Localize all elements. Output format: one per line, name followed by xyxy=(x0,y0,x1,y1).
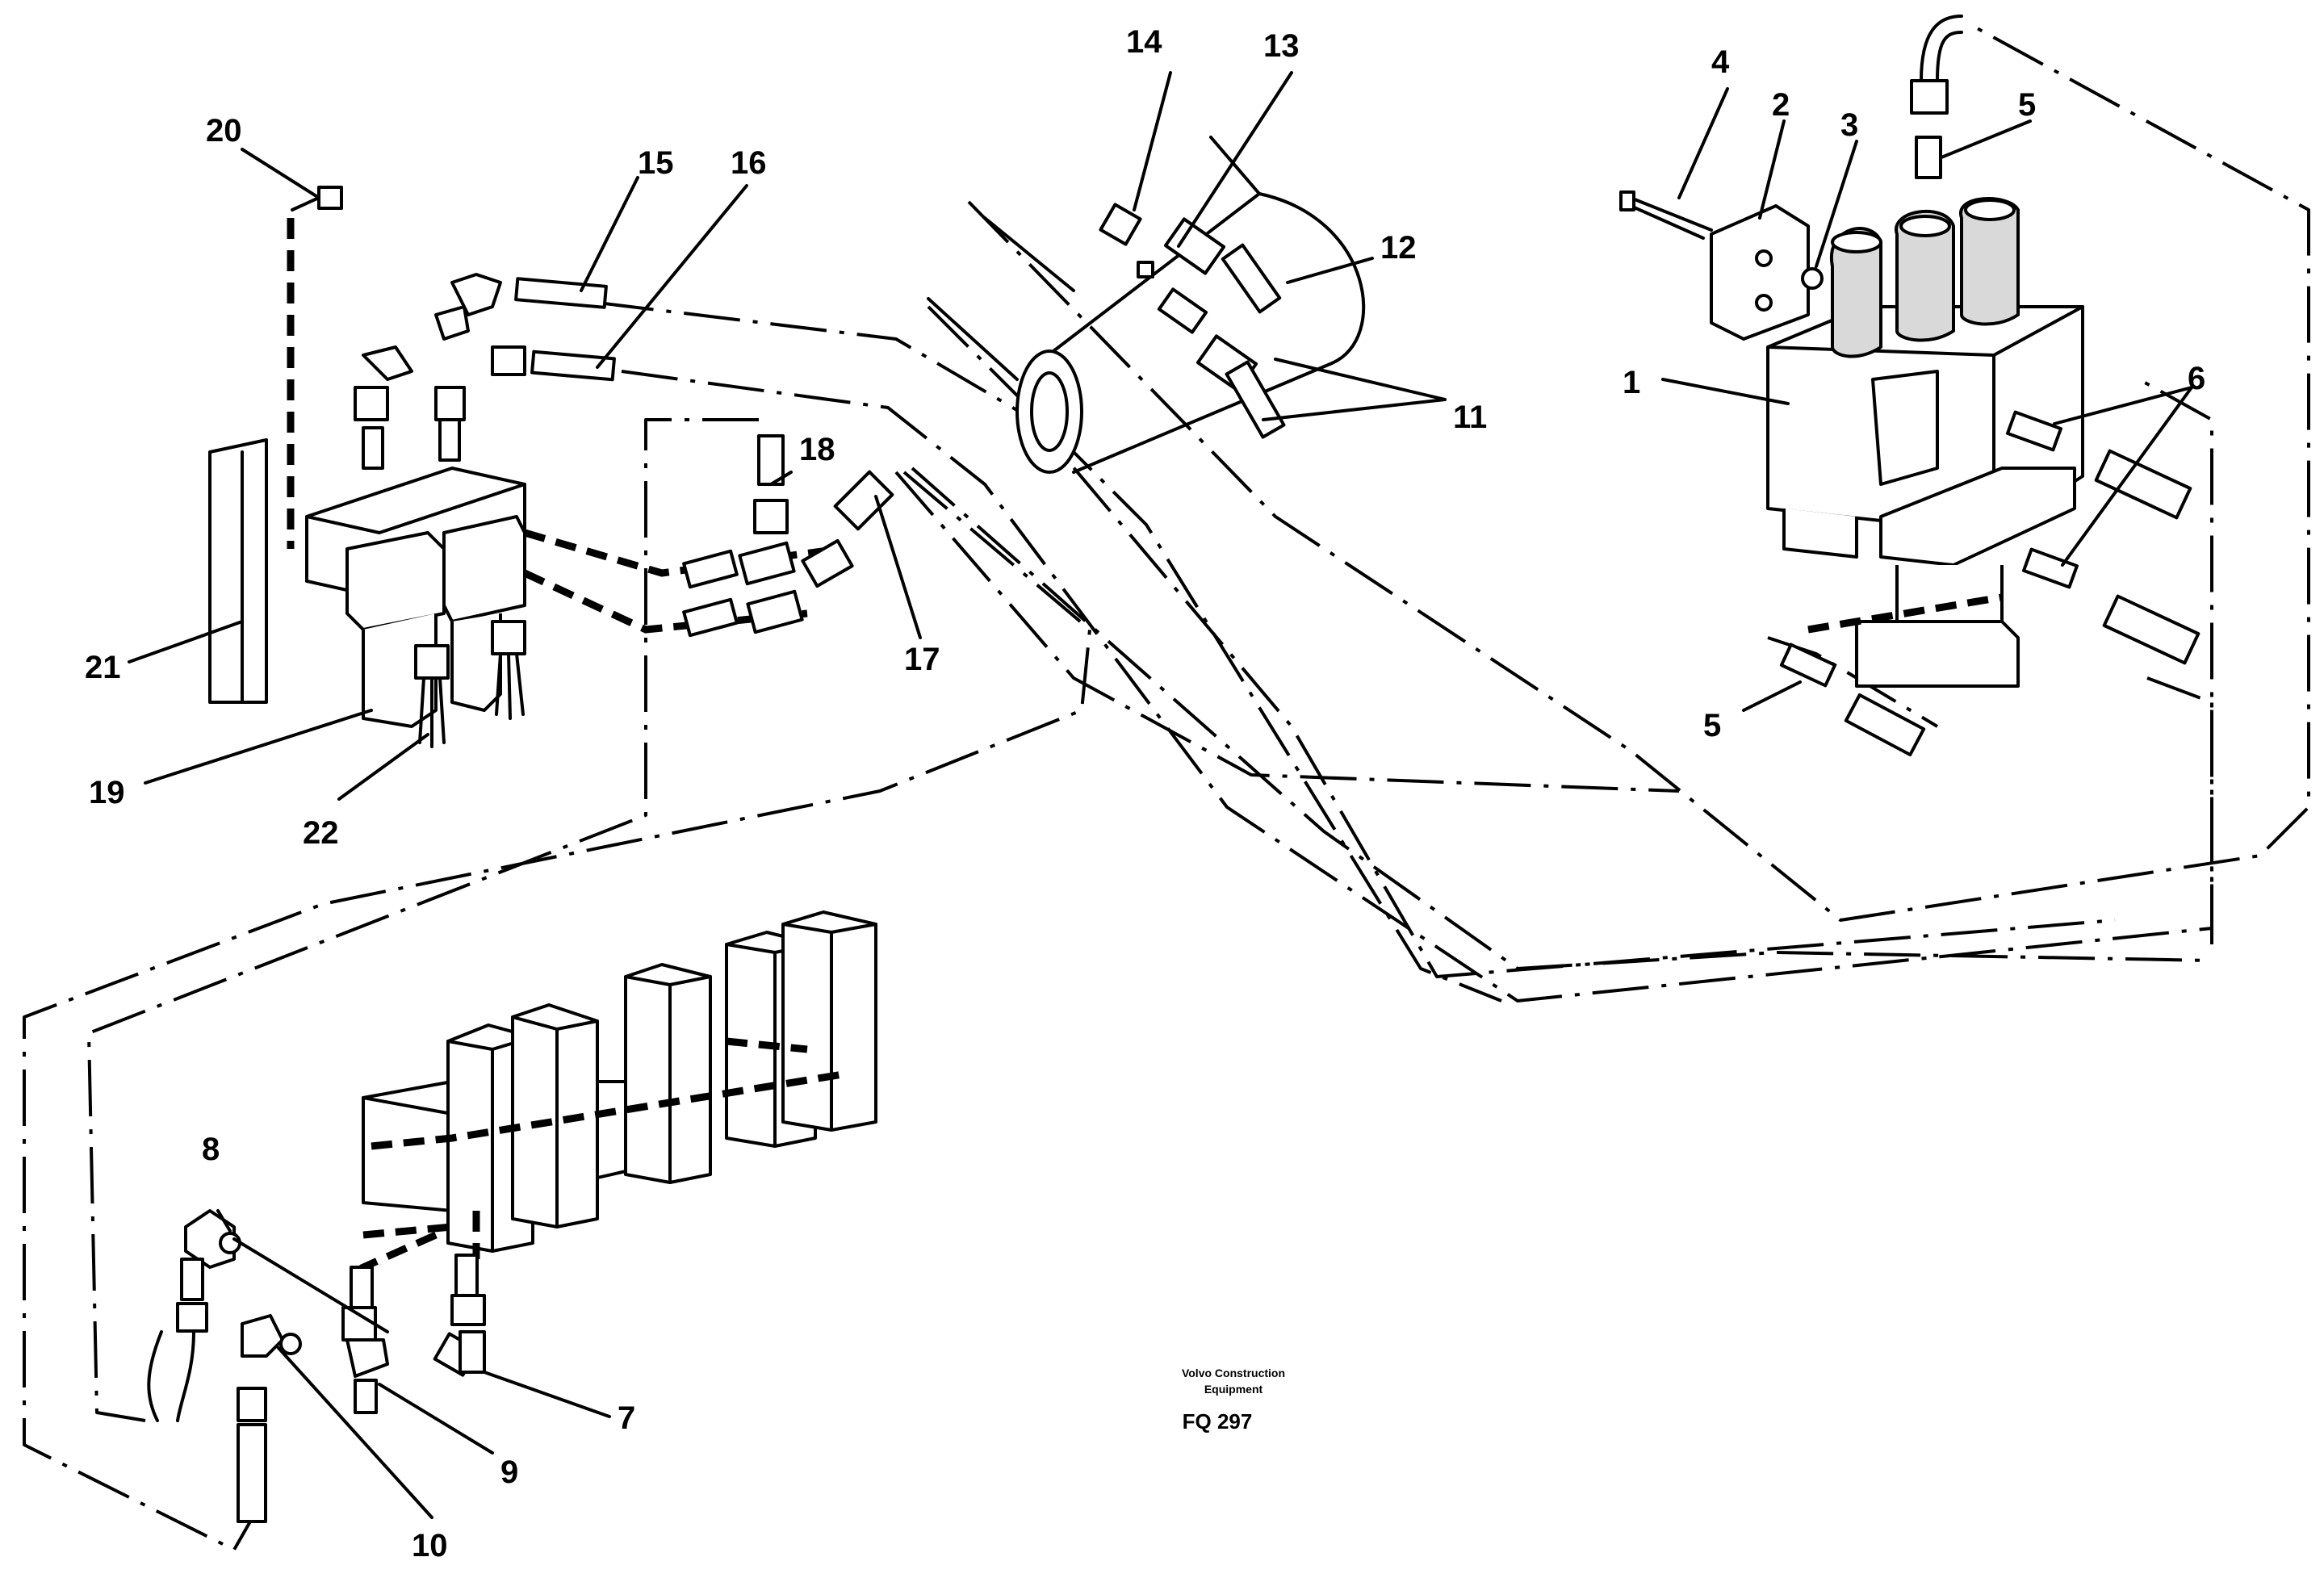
caption-company-line2: Equipment xyxy=(1204,1383,1263,1396)
cylinder-fittings xyxy=(1099,203,1286,439)
upper-left-hoses xyxy=(354,273,616,470)
callout-7: 7 xyxy=(618,1400,635,1436)
callout-numbers: 1 2 3 4 5 5 6 7 8 9 10 11 12 13 14 15 16… xyxy=(85,24,2205,1563)
hydraulic-cylinder xyxy=(927,136,1366,474)
hose-route xyxy=(927,305,1502,1002)
figure-caption: Volvo Construction Equipment FQ 297 xyxy=(1182,1367,1285,1434)
callout-16: 16 xyxy=(731,145,767,181)
bolt-20 xyxy=(291,186,343,211)
hose-route xyxy=(911,467,2213,970)
callout-5: 5 xyxy=(2018,87,2036,123)
callout-13: 13 xyxy=(1263,28,1300,64)
hose-route xyxy=(1767,636,1939,728)
callout-3: 3 xyxy=(1840,107,1858,143)
lower-fitting xyxy=(1779,643,1926,757)
hose-route xyxy=(87,418,759,1422)
fittings-17-18 xyxy=(682,434,894,638)
callout-4: 4 xyxy=(1711,44,1730,80)
callout-20: 20 xyxy=(206,113,242,149)
callout-15: 15 xyxy=(638,145,674,181)
callout-1: 1 xyxy=(1623,365,1640,400)
callout-17: 17 xyxy=(904,642,940,677)
callout-14: 14 xyxy=(1126,24,1162,60)
top-hose-fitting xyxy=(1910,15,1963,179)
callout-5-lower: 5 xyxy=(1703,708,1721,743)
right-fittings xyxy=(2006,410,2200,665)
mounting-plate xyxy=(1710,204,1824,341)
lower-left-fittings xyxy=(147,1209,486,1523)
valve-box-group xyxy=(359,910,877,1291)
callout-12: 12 xyxy=(1380,230,1417,266)
hose-route xyxy=(2146,676,2213,944)
callout-18: 18 xyxy=(799,432,835,467)
callout-11: 11 xyxy=(1453,400,1487,435)
callout-9: 9 xyxy=(500,1455,518,1490)
solenoid-valve-block xyxy=(208,218,840,748)
callout-8: 8 xyxy=(202,1132,220,1167)
caption-figure-ref: FQ 297 xyxy=(1183,1409,1253,1434)
hose-route xyxy=(967,23,2310,922)
leader-lines xyxy=(128,71,2193,1519)
callout-19: 19 xyxy=(89,775,125,810)
hose-routes xyxy=(23,23,2310,1551)
control-valve-assembly xyxy=(1766,197,2084,688)
callout-2: 2 xyxy=(1772,87,1790,123)
callout-21: 21 xyxy=(85,650,121,685)
bolt xyxy=(1619,190,1713,240)
hose-route xyxy=(23,471,1091,1551)
hose-route xyxy=(621,370,2213,1002)
hose-route xyxy=(894,471,1680,793)
callout-10: 10 xyxy=(412,1528,448,1563)
callout-6: 6 xyxy=(2188,361,2205,396)
callout-22: 22 xyxy=(303,815,339,851)
caption-company-line1: Volvo Construction xyxy=(1182,1367,1285,1379)
